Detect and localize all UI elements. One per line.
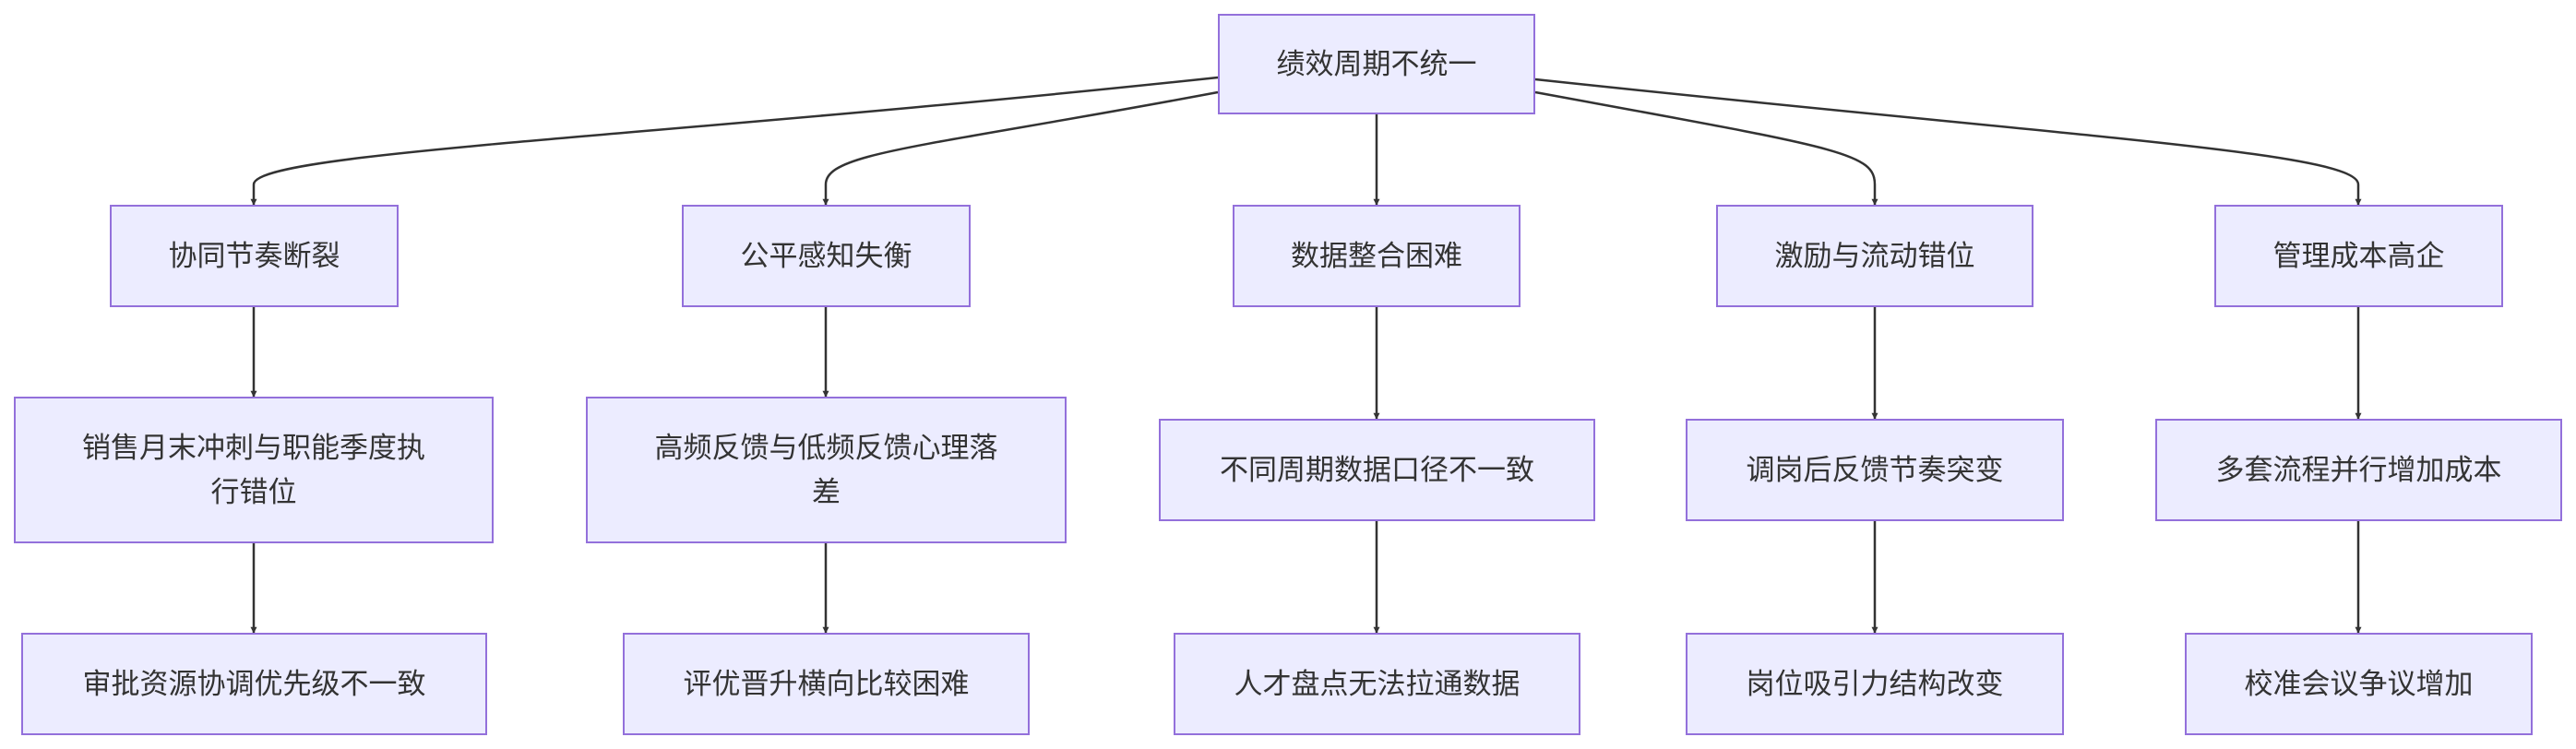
branch-node-5-label: 管理成本高企 bbox=[2272, 239, 2445, 273]
branch-node-3-label: 数据整合困难 bbox=[1291, 239, 1462, 273]
middle-node-3-label: 不同周期数据口径不一致 bbox=[1220, 453, 1534, 487]
middle-node-5-label: 多套流程并行增加成本 bbox=[2215, 453, 2502, 487]
branch-node-5: 管理成本高企 bbox=[2214, 205, 2503, 307]
middle-node-1: 销售月末冲刺与职能季度执行错位 bbox=[14, 397, 494, 543]
branch-node-2-label: 公平感知失衡 bbox=[740, 239, 912, 273]
leaf-node-5: 校准会议争议增加 bbox=[2185, 633, 2533, 735]
leaf-node-2: 评优晋升横向比较困难 bbox=[623, 633, 1030, 735]
leaf-node-3: 人才盘点无法拉通数据 bbox=[1174, 633, 1580, 735]
edge-root-to-branch-2 bbox=[822, 90, 1219, 206]
root-node: 绩效周期不统一 bbox=[1218, 14, 1535, 114]
branch-node-3: 数据整合困难 bbox=[1233, 205, 1521, 307]
middle-node-4-label: 调岗后反馈节奏突变 bbox=[1746, 453, 2004, 487]
leaf-node-3-label: 人才盘点无法拉通数据 bbox=[1234, 667, 1521, 701]
middle-node-2-label: 高频反馈与低频反馈心理落差 bbox=[654, 431, 998, 509]
branch-node-1-label: 协同节奏断裂 bbox=[168, 239, 340, 273]
leaf-node-4-label: 岗位吸引力结构改变 bbox=[1746, 667, 2004, 701]
leaf-node-4: 岗位吸引力结构改变 bbox=[1686, 633, 2064, 735]
middle-node-1-label: 销售月末冲刺与职能季度执行错位 bbox=[82, 431, 425, 509]
leaf-node-5-label: 校准会议争议增加 bbox=[2244, 667, 2474, 701]
middle-node-3: 不同周期数据口径不一致 bbox=[1159, 419, 1595, 521]
edge-root-to-branch-1 bbox=[250, 76, 1219, 206]
middle-node-2: 高频反馈与低频反馈心理落差 bbox=[586, 397, 1067, 543]
leaf-node-1-label: 审批资源协调优先级不一致 bbox=[82, 667, 426, 701]
branch-node-4: 激励与流动错位 bbox=[1716, 205, 2033, 307]
branch-node-2: 公平感知失衡 bbox=[682, 205, 971, 307]
edge-root-to-branch-4 bbox=[1534, 90, 1878, 206]
branch-node-4-label: 激励与流动错位 bbox=[1774, 239, 1975, 273]
middle-node-5: 多套流程并行增加成本 bbox=[2155, 419, 2562, 521]
leaf-node-2-label: 评优晋升横向比较困难 bbox=[683, 667, 970, 701]
branch-node-1: 协同节奏断裂 bbox=[110, 205, 399, 307]
root-node-label: 绩效周期不统一 bbox=[1276, 47, 1477, 81]
edge-root-to-branch-5 bbox=[1534, 77, 2362, 206]
leaf-node-1: 审批资源协调优先级不一致 bbox=[21, 633, 487, 735]
middle-node-4: 调岗后反馈节奏突变 bbox=[1686, 419, 2064, 521]
